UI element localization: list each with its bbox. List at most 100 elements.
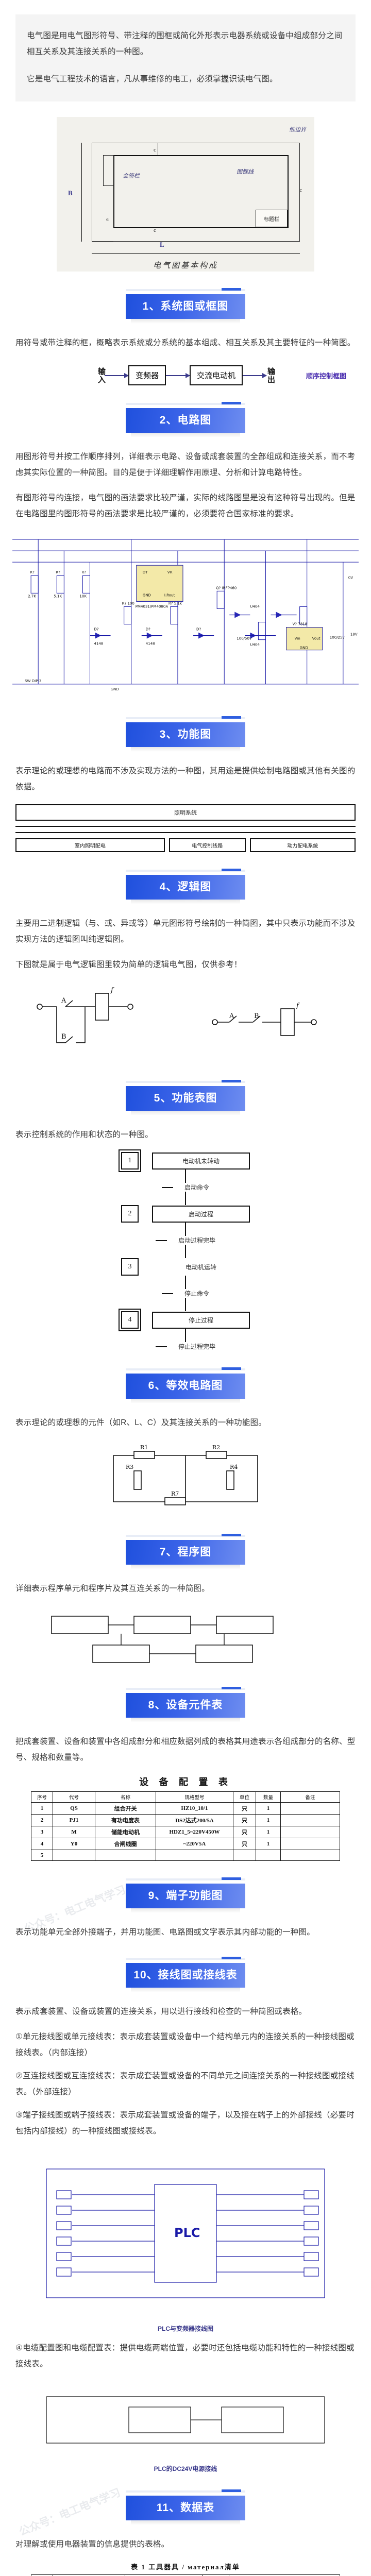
cell-qty: 1 (256, 1802, 281, 1815)
logic-diagram-figure: A B f A B f (10, 986, 361, 1063)
section-item-10-2: ②互连接线图或互连接线表：表示成套装置或设备的不同单元之间连接关系的一种接线图或… (15, 2071, 355, 2096)
section-rail (126, 1877, 245, 1880)
cell-code: M (53, 1825, 95, 1838)
seq-action-1: 电动机未转动 (152, 1152, 250, 1170)
seq-bar-3 (161, 1293, 173, 1294)
plc-wiring-svg: PLC (46, 2168, 325, 2298)
cell-qty: 1 (256, 1814, 281, 1826)
section-body-10: 表示成套装置、设备或装置的连接关系，用以进行接线和检查的一种简图或表格。 (15, 2007, 307, 2016)
section-header-5: 5、功能表图 (126, 1080, 245, 1116)
seq-cond-1: 启动命令 (161, 1183, 209, 1192)
function-top-bus: 照明系统 (15, 804, 356, 821)
seq-step-2: 2 启动过程 (121, 1205, 250, 1223)
arrow-icon-1 (104, 372, 129, 378)
seq-step-1: 1 电动机未转动 (121, 1152, 250, 1170)
th-spec: 规格型号 (156, 1791, 233, 1803)
seq-link-4 (185, 1245, 186, 1259)
equipment-table: 序号 代号 名称 规格型号 单位 数量 备注 1 QS 组合开关 HZ10_10… (31, 1791, 340, 1861)
cell-remark (280, 1825, 340, 1838)
label-sign-column: 会签栏 (123, 173, 140, 179)
cell-name: 有功电度表 (95, 1814, 156, 1826)
section-title-10: 10、接线图或接线表 (126, 1962, 245, 1988)
plc-caption-1: PLC与变频器接线图 (157, 2325, 213, 2332)
section-shadow (131, 1987, 240, 1992)
section-shadow (131, 319, 240, 324)
logic-or-diagram: A B f (37, 987, 133, 1044)
data-table: 序号 名称 规格型号 数量 备注 1电工通用工具一套1安装电气元件用2数字万用表… (31, 2574, 340, 2576)
svg-text:Q? IRFP460: Q? IRFP460 (216, 586, 237, 590)
cell-qty: 1 (256, 1825, 281, 1838)
eq-label-r1: R1 (140, 1444, 148, 1451)
watermark-2: 公众号：电工电气学习 (17, 2486, 123, 2538)
th-name: 名称 (95, 1791, 156, 1803)
section-body-2: 用图形符号并按工作顺序排列，详细表示电路、设备或成套装置的全部组成和连接关系，而… (15, 452, 356, 478)
section-body-2b: 有图形符号的连接，电气图的画法要求比较严谨，实际的线路图里是没有这种符号出现的。… (15, 494, 356, 519)
section-title-2: 2、电路图 (126, 408, 245, 433)
block-box-inverter: 变频器 (128, 365, 166, 386)
section-body-11: 对理解或使用电器装置的信息提供的表格。 (15, 2539, 170, 2549)
drawing-frame-figure: 标题栏 纸边界 会签栏 图框线 B c c c a L 电气图基本构成 (57, 117, 314, 272)
section-header-6: 6、等效电路图 (126, 1367, 245, 1403)
section-header-2: 2、电路图 (126, 402, 245, 438)
table-row: 4 Y0 合闸线圈 ~220V5A 只 1 (31, 1837, 340, 1850)
svg-text:GND: GND (111, 687, 119, 691)
eq-label-r2: R2 (212, 1444, 220, 1451)
arrow-icon-3 (243, 372, 267, 378)
seq-num-3: 3 (121, 1258, 139, 1276)
cell-seq: 2 (31, 1814, 53, 1826)
table-row: 3 M 储能电动机 HDZ1_5~220V450W 只 1 (31, 1825, 340, 1838)
cell-remark (280, 1849, 340, 1861)
svg-text:VR: VR (167, 570, 173, 574)
seq-num-1: 1 (121, 1152, 139, 1170)
label-dim-B: B (68, 189, 73, 197)
function-box-3: 动力配电系统 (249, 838, 356, 853)
cell-spec: HZ10_10/1 (156, 1802, 233, 1815)
cell-name: 储能电动机 (95, 1825, 156, 1838)
section-body-8: 把成套装置、设备和装置中各组成部分和相应数据列成的表格其用途表示各组成部分的名称… (15, 1737, 356, 1762)
section-shadow (131, 1717, 240, 1722)
svg-text:5.1K: 5.1K (54, 594, 62, 599)
cell-spec: HDZ1_5~220V450W (156, 1825, 233, 1838)
section-body-7: 详细表示程序单元和程序片及其互连关系的一种简图。 (15, 1584, 210, 1593)
seq-bar-4 (155, 1346, 167, 1347)
section-shadow (131, 1111, 240, 1116)
seq-action-4: 停止过程 (152, 1311, 250, 1329)
section-body-4b: 下图就是属于电气逻辑图里较为简单的逻辑电气图，仅供参考！ (15, 960, 242, 970)
seq-cond-label-4: 停止过程完毕 (178, 1343, 215, 1351)
cell-code: QS (53, 1802, 95, 1815)
th-seq: 序号 (31, 1791, 53, 1803)
svg-text:Vin: Vin (295, 636, 300, 641)
seq-num-2: 2 (121, 1205, 139, 1223)
svg-text:18V: 18V (350, 632, 358, 637)
cell-unit: 只 (233, 1802, 256, 1815)
section-item-10-1: ①单元接线图或单元接线表：表示成套装置或设备中一个结构单元内的连接关系的一种接线… (15, 2032, 355, 2057)
section-title-9: 9、端子功能图 (126, 1883, 245, 1908)
block-diagram: 输入 变频器 交流电动机 输出 顺序控制框图 (15, 365, 356, 386)
section-rail (126, 1080, 245, 1083)
section-shadow (131, 433, 240, 438)
block-output-label: 输出 (266, 367, 275, 384)
logic-label-a-left: A (61, 997, 66, 1005)
function-diagram-figure: 照明系统 室内照明配电 电气控制线路 动力配电系统 (15, 804, 356, 853)
sequence-function-chart: 1 电动机未转动 启动命令 2 启动过程 启动过程完毕 3 电动机运转 停止命令 (0, 1152, 371, 1351)
svg-text:10K: 10K (79, 594, 87, 599)
cell-unit: 只 (233, 1825, 256, 1838)
section-title-11: 11、数据表 (126, 2495, 245, 2520)
function-busbar (15, 826, 356, 834)
svg-text:0V: 0V (348, 575, 353, 580)
cell-qty (256, 1849, 281, 1861)
cell-remark (280, 1802, 340, 1815)
logic-label-a-right: A (229, 1012, 234, 1020)
section-rail (126, 1956, 245, 1960)
arrow-icon-2 (166, 372, 190, 378)
program-diagram-svg (51, 1615, 274, 1663)
section-title-8: 8、设备元件表 (126, 1692, 245, 1718)
svg-text:U404: U404 (250, 604, 260, 609)
seq-link-7 (185, 1329, 186, 1343)
logic-label-b-right: B (254, 1012, 259, 1020)
cell-code: Y0 (53, 1837, 95, 1850)
cell-unit: 只 (233, 1814, 256, 1826)
section-header-9: 9、端子功能图 (126, 1877, 245, 1913)
svg-text:D?: D? (196, 627, 201, 632)
cell-code (53, 1849, 95, 1861)
